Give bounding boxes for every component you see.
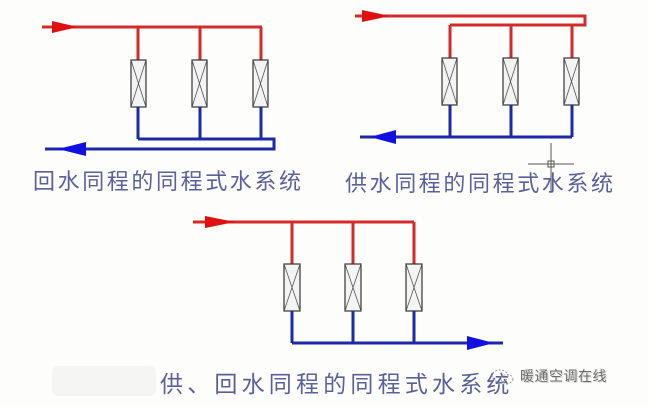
radiator-icon	[502, 57, 519, 106]
return-arrow-icon	[467, 336, 494, 350]
crosshair-cursor-icon	[528, 143, 574, 192]
diagram-supply-and-return-reverse	[193, 216, 503, 350]
wechat-icon	[491, 369, 514, 384]
radiator-icon	[283, 263, 301, 312]
supply-arrow-icon	[205, 216, 235, 228]
radiator-icon	[405, 263, 423, 312]
return-arrow-icon	[58, 142, 86, 156]
supply-main	[355, 14, 587, 27]
return-arrow-icon	[370, 130, 396, 144]
return-main	[45, 137, 276, 151]
diagram-supply-reverse	[355, 10, 587, 144]
watermark-text: 暖通空调在线	[520, 369, 607, 385]
supply-arrow-icon	[52, 21, 78, 33]
background-smudge	[52, 366, 156, 396]
radiator-icon	[130, 59, 147, 108]
radiator-icon	[191, 59, 208, 108]
caption-supply-reverse: 供水同程的同程式水系统	[345, 172, 616, 197]
radiator-icon	[563, 57, 580, 106]
radiator-icon	[252, 59, 269, 108]
caption-return-reverse: 回水同程的同程式水系统	[33, 170, 304, 195]
supply-arrow-icon	[362, 10, 390, 22]
radiator-icon	[441, 57, 458, 106]
caption-supply-and-return-reverse: 供、回水同程的同程式水系统	[160, 372, 514, 398]
radiator-icon	[344, 263, 362, 312]
diagram-return-reverse	[42, 21, 276, 156]
